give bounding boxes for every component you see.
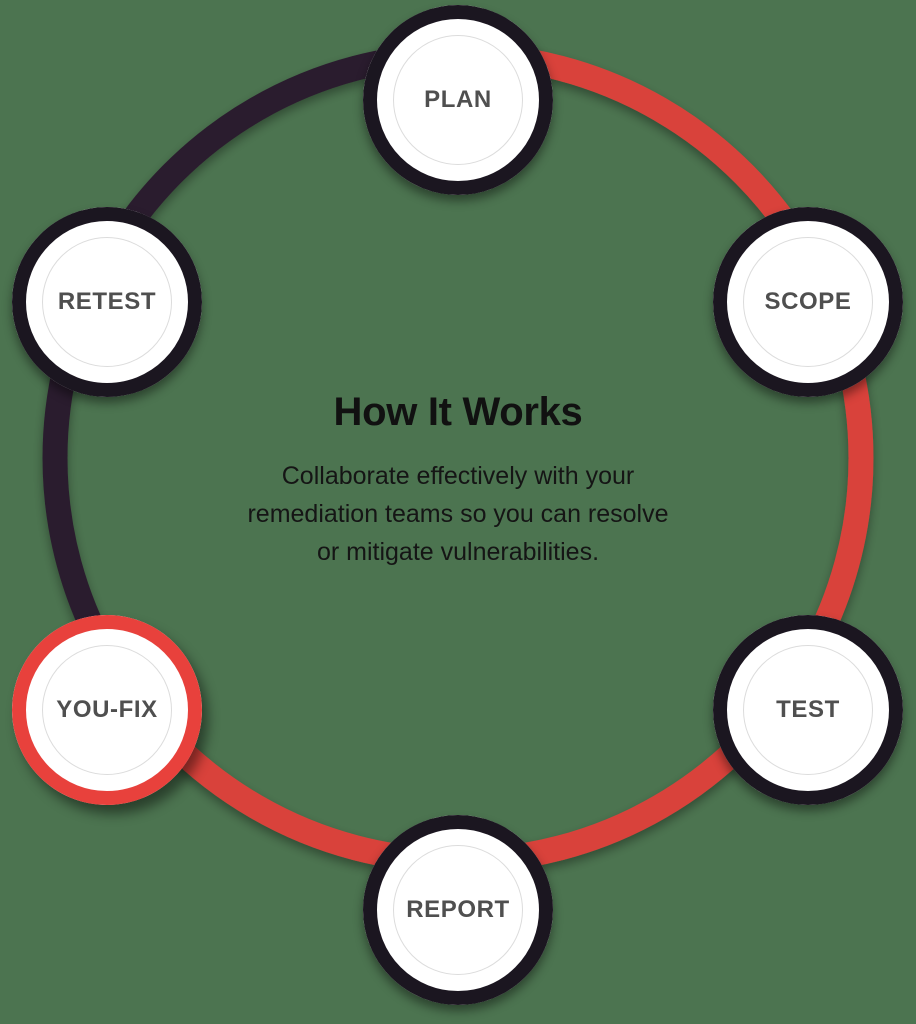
node-label-plan: PLAN (424, 86, 492, 113)
cycle-node-plan[interactable]: PLAN (363, 5, 553, 195)
cycle-node-report[interactable]: REPORT (363, 815, 553, 1005)
cycle-node-retest[interactable]: RETEST (12, 207, 202, 397)
cycle-node-test[interactable]: TEST (713, 615, 903, 805)
node-label-report: REPORT (406, 896, 510, 923)
cycle-node-scope[interactable]: SCOPE (713, 207, 903, 397)
node-label-scope: SCOPE (764, 288, 852, 315)
node-label-retest: RETEST (57, 288, 157, 315)
node-label-you-fix: YOU-FIX (56, 696, 158, 723)
node-label-test: TEST (776, 696, 840, 723)
cycle-node-you-fix[interactable]: YOU-FIX (12, 615, 202, 805)
